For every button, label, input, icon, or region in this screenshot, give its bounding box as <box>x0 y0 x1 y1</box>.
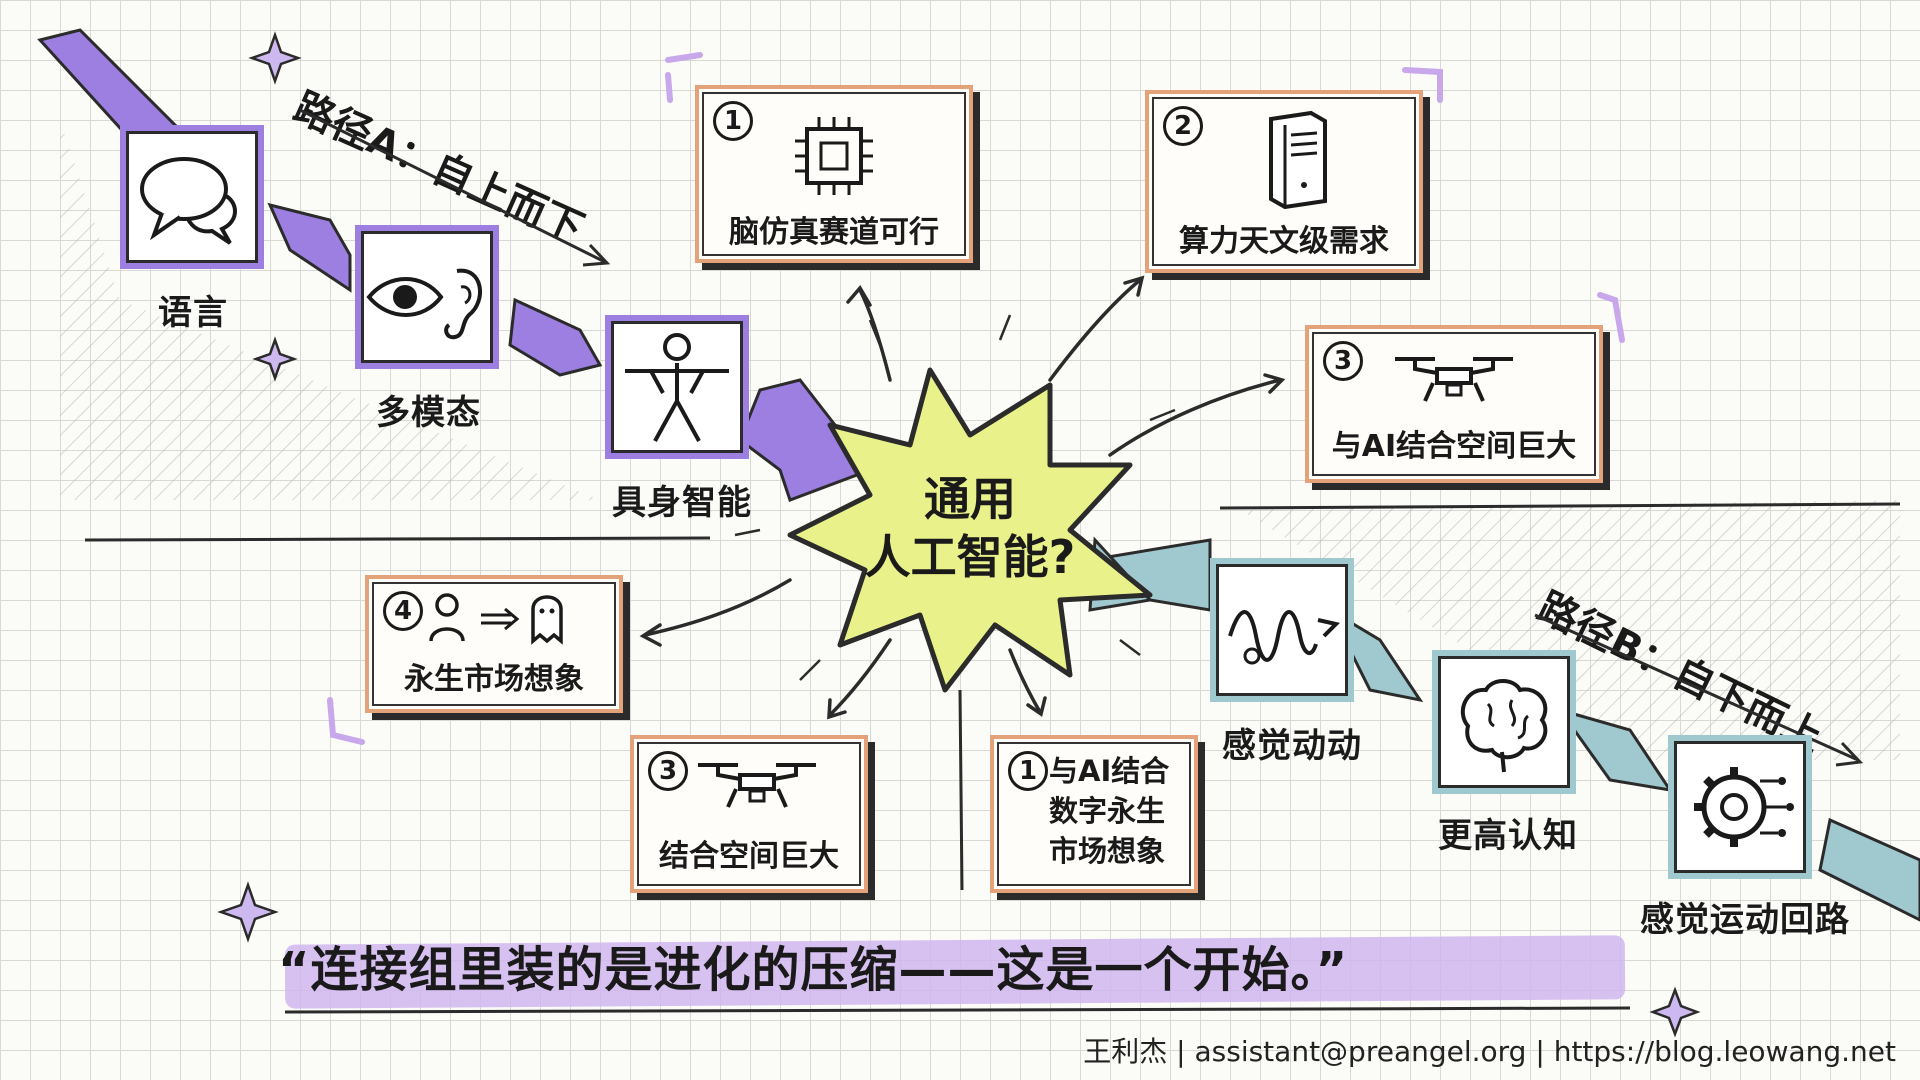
outcome-text-multiline: 与AI结合 数字永生 市场想象 <box>1049 751 1194 871</box>
outcome-number: 2 <box>1163 106 1203 146</box>
speech-bubbles-icon <box>140 157 237 245</box>
closing-quote: “连接组里装的是进化的压缩——这是一个开始。” <box>278 930 1348 1000</box>
footer-credit: 王利杰 | assistant@preangel.org | https://b… <box>1083 1030 1896 1070</box>
outcome-text: 与AI结合空间巨大 <box>1331 429 1577 464</box>
path-b-step-label-1: 感觉动动 <box>1222 726 1362 766</box>
chip-icon <box>795 117 873 195</box>
person-to-ghost-icon <box>429 593 563 645</box>
path-a-step-embodied <box>605 315 749 459</box>
footer-email[interactable]: assistant@preangel.org <box>1194 1035 1527 1068</box>
path-a-step-multimodal <box>355 225 499 369</box>
gear-circuit-icon <box>1694 767 1794 847</box>
outcome-compute-demand: 2 算力天文级需求 <box>1145 90 1423 273</box>
path-a-step-language <box>120 125 264 269</box>
outcome-digital-immortality: 1 与AI结合 数字永生 市场想象 <box>990 735 1198 893</box>
sparkle-icon <box>252 336 298 382</box>
center-line-1: 通用 <box>924 472 1016 526</box>
footer-author: 王利杰 <box>1083 1035 1168 1068</box>
brain-icon <box>1460 679 1548 773</box>
outcome-number: 1 <box>713 101 753 141</box>
drone-icon <box>1395 357 1513 402</box>
sparkle-icon <box>1649 986 1701 1038</box>
outcome-number: 4 <box>383 591 423 631</box>
path-a-step-label-3: 具身智能 <box>612 483 752 523</box>
path-b-step-sensorimotor <box>1210 558 1354 702</box>
footer-url[interactable]: https://blog.leowang.net <box>1553 1035 1896 1068</box>
outcome-integration-space: 3 结合空间巨大 <box>630 735 868 893</box>
path-b-step-cognition <box>1432 650 1576 794</box>
footer-separator: | <box>1176 1035 1195 1068</box>
outcome-text: 脑仿真赛道可行 <box>729 215 939 250</box>
outcome-number: 3 <box>1323 341 1363 381</box>
path-b-step-label-2: 更高认知 <box>1438 816 1578 856</box>
server-tower-icon <box>1269 110 1327 209</box>
outcome-text: 永生市场想象 <box>404 662 584 697</box>
outcome-immortality-market: 4 永生市场想象 <box>365 575 623 713</box>
outcome-number: 1 <box>1008 751 1048 791</box>
outcome-text: 算力天文级需求 <box>1179 224 1389 259</box>
center-title: 通用 人工智能? <box>820 470 1120 586</box>
path-a-step-label-1: 语言 <box>158 293 228 333</box>
quote-text: 连接组里装的是进化的压缩——这是一个开始。 <box>310 942 1316 998</box>
drone-icon <box>698 763 816 808</box>
outcome-line-2: 数字永生 <box>1049 794 1166 828</box>
eye-ear-icon <box>366 268 483 340</box>
outcome-line-1: 与AI结合 <box>1049 754 1170 788</box>
outcome-number: 3 <box>648 751 688 791</box>
sparkle-icon <box>248 31 302 85</box>
quote-open-mark: “ <box>278 942 311 998</box>
outcome-text: 结合空间巨大 <box>659 839 839 874</box>
signal-wave-icon <box>1228 610 1340 665</box>
outcome-brain-simulation: 1 脑仿真赛道可行 <box>695 85 973 263</box>
outcome-line-3: 市场想象 <box>1049 834 1166 868</box>
center-burst <box>787 367 1153 693</box>
footer-separator: | <box>1535 1035 1554 1068</box>
path-b-step-label-3: 感觉运动回路 <box>1640 900 1850 940</box>
path-a-step-label-2: 多模态 <box>376 393 481 433</box>
path-b-step-loop <box>1668 735 1812 879</box>
outcome-ai-space: 3 与AI结合空间巨大 <box>1305 325 1603 483</box>
sparkle-icon <box>217 881 279 943</box>
center-line-2: 人工智能? <box>864 530 1076 584</box>
quote-close-mark: ” <box>1315 942 1349 998</box>
human-figure-icon <box>625 333 729 442</box>
